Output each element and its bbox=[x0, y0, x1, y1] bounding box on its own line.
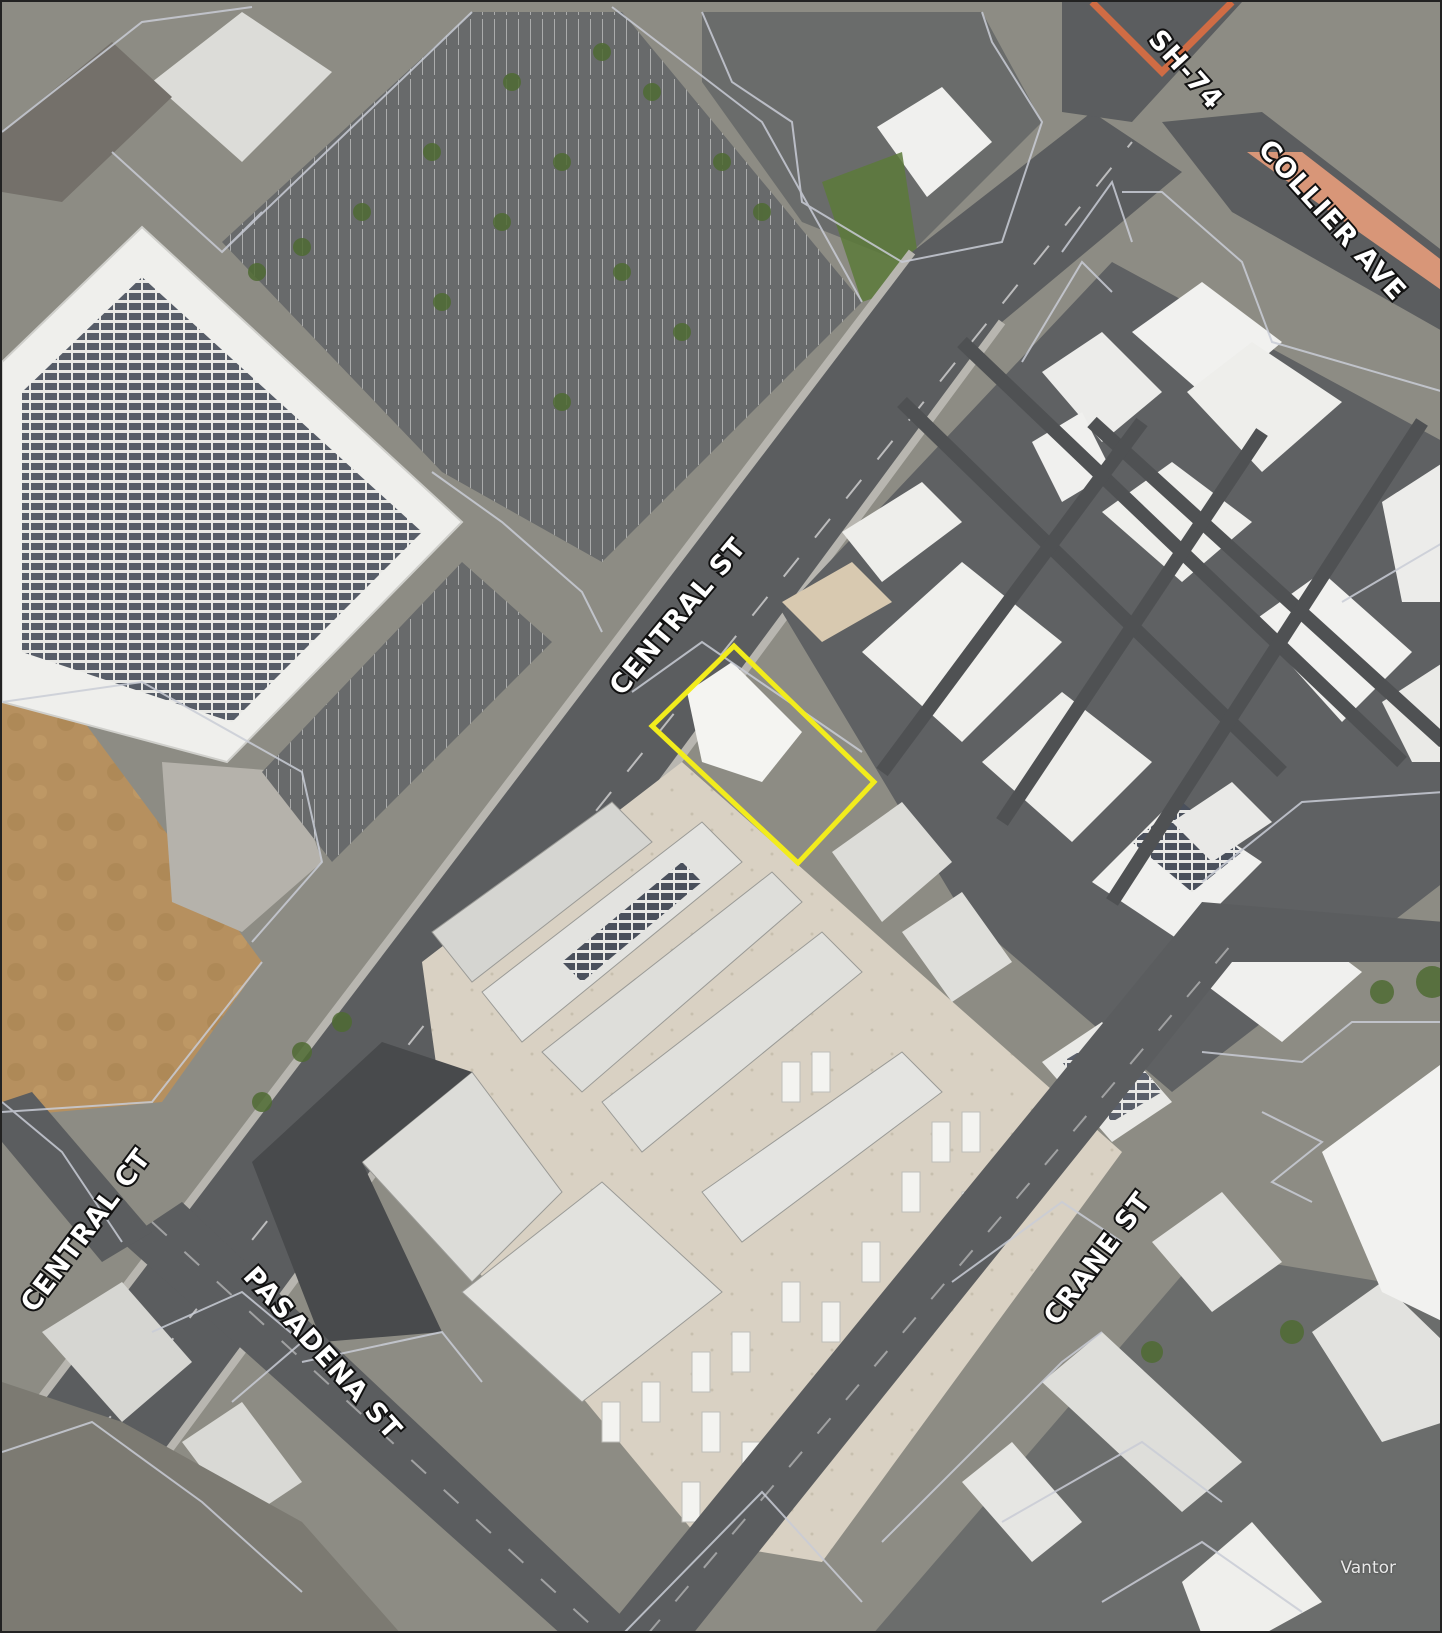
map-attribution: Vantor bbox=[1340, 1558, 1396, 1578]
building-adjacent-1 bbox=[832, 802, 952, 922]
building-ne-10 bbox=[1382, 464, 1440, 602]
storage-row-5 bbox=[701, 1051, 943, 1243]
building-adjacent-2 bbox=[902, 892, 1012, 1002]
ne-street-grid bbox=[876, 336, 1440, 906]
plaza bbox=[162, 762, 322, 932]
yard-sw bbox=[2, 1382, 399, 1631]
lot-pasadena bbox=[252, 1042, 472, 1342]
parking-lot-north bbox=[222, 12, 862, 562]
building-highlighted bbox=[687, 662, 802, 782]
parking-lot-south bbox=[262, 562, 552, 862]
storage-row-1 bbox=[431, 801, 653, 983]
building-se-5 bbox=[1312, 1282, 1440, 1442]
building-sw-2 bbox=[182, 1402, 302, 1522]
building-ne-13 bbox=[1172, 782, 1272, 862]
building-sw-1 bbox=[42, 1282, 192, 1422]
building-ne-2 bbox=[1187, 342, 1342, 472]
storage-row-4 bbox=[601, 931, 863, 1153]
building-fastfood bbox=[877, 87, 992, 197]
solar-panel-array-west bbox=[22, 277, 422, 722]
pasadena-st-road bbox=[122, 1202, 638, 1631]
industrial-block-ne bbox=[782, 262, 1440, 1092]
vegetation-north bbox=[822, 152, 922, 302]
highlighted-parcel-outline bbox=[648, 642, 878, 867]
sh-74-casing bbox=[1089, 2, 1235, 77]
building-east-large bbox=[1322, 1064, 1440, 1321]
storage-long-south bbox=[461, 1181, 723, 1403]
building-ne-7 bbox=[842, 482, 962, 582]
building-ne-8 bbox=[782, 562, 892, 642]
dirt-field bbox=[2, 692, 262, 1117]
storage-row-3 bbox=[541, 871, 803, 1093]
solar-panel-array-storage bbox=[562, 862, 702, 982]
building-ne-5 bbox=[1102, 462, 1252, 582]
building-se-2 bbox=[1042, 1332, 1242, 1512]
lot-north-central bbox=[702, 12, 1042, 262]
building-northwest bbox=[152, 12, 332, 162]
collier-ave-casing bbox=[1247, 152, 1440, 290]
collier-ave-road bbox=[1162, 112, 1440, 330]
building-se-3 bbox=[962, 1442, 1082, 1562]
building-ne-3 bbox=[1042, 332, 1162, 442]
crane-st-road bbox=[605, 902, 1440, 1631]
building-se-1 bbox=[1152, 1192, 1282, 1312]
building-ne-11 bbox=[982, 692, 1152, 842]
tree-canopy bbox=[248, 43, 1440, 1363]
lot-northwest bbox=[2, 42, 172, 202]
warehouse-pasadena bbox=[361, 1071, 563, 1283]
